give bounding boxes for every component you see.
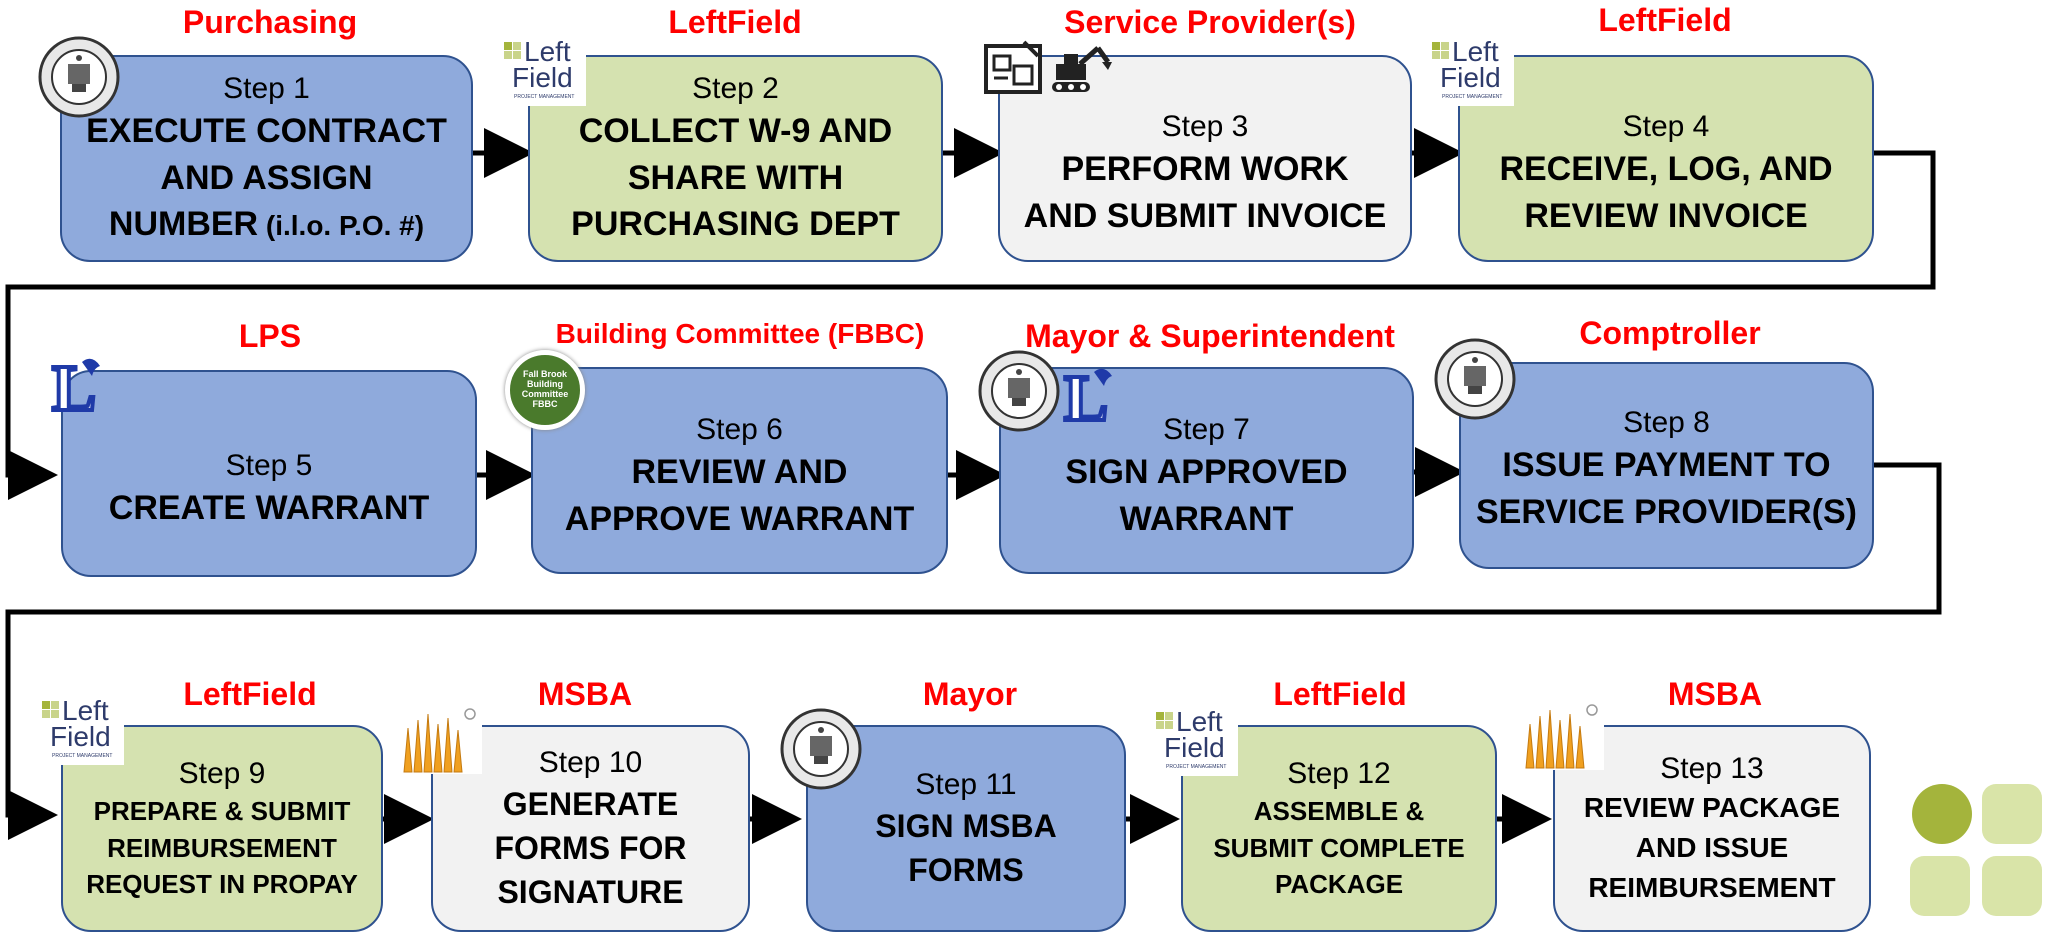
step-number: Step 6: [696, 413, 783, 447]
step-number: Step 11: [915, 767, 1017, 801]
step-number: Step 1: [223, 71, 310, 105]
fbbc-badge-icon: Fall Brook Building Committee FBBC: [505, 350, 585, 430]
step-2-box[interactable]: Step 2 COLLECT W-9 AND SHARE WITH PURCHA…: [528, 55, 943, 262]
blueprint-icon: [982, 40, 1044, 101]
step-description: PREPARE & SUBMIT REIMBURSEMENT REQUEST I…: [86, 795, 358, 900]
step-number: Step 4: [1622, 110, 1710, 144]
step-number: Step 3: [1161, 110, 1249, 144]
role-label: LeftField: [1598, 2, 1732, 38]
role-label: Service Provider(s): [1064, 4, 1356, 40]
step-description: EXECUTE CONTRACT AND ASSIGN NUMBER (i.l.…: [86, 111, 447, 244]
role-label: LeftField: [1273, 676, 1407, 712]
step-number: Step 9: [178, 756, 266, 790]
city-seal-icon: [38, 36, 120, 123]
step-4-box[interactable]: Step 4 RECEIVE, LOG, AND REVIEW INVOICE: [1458, 55, 1874, 262]
step-description: ASSEMBLE & SUBMIT COMPLETE PACKAGE: [1213, 795, 1465, 900]
role-label: MSBA: [537, 676, 633, 712]
step-number: Step 13: [1660, 752, 1764, 786]
lps-logo-icon: L: [1060, 360, 1124, 437]
step-description: GENERATE FORMS FOR SIGNATURE: [494, 785, 687, 911]
step-number: Step 8: [1623, 406, 1710, 440]
step-number: Step 10: [538, 745, 643, 779]
step-description: REVIEW AND APPROVE WARRANT: [564, 453, 915, 538]
role-label: LeftField: [183, 676, 317, 712]
step-8-box[interactable]: Step 8 ISSUE PAYMENT TO SERVICE PROVIDER…: [1459, 362, 1874, 569]
connector-row2-row3: [5, 462, 1942, 840]
step-description: PERFORM WORK AND SUBMIT INVOICE: [1023, 150, 1387, 235]
step-7-box[interactable]: Step 7 SIGN APPROVED WARRANT: [999, 367, 1414, 574]
lps-logo-icon: L: [48, 350, 112, 427]
svg-text:L: L: [1064, 362, 1108, 430]
step-number: Step 12: [1287, 756, 1391, 790]
brand-mark-icon: [1906, 780, 2046, 937]
step-description: CREATE WARRANT: [108, 488, 430, 527]
leftfield-logo-icon: Left Field PROJECT MANAGEMENT: [1430, 38, 1514, 106]
role-label: Mayor: [922, 676, 1018, 712]
step-13-box[interactable]: Step 13 REVIEW PACKAGE AND ISSUE REIMBUR…: [1553, 725, 1871, 932]
step-1-box[interactable]: Step 1 EXECUTE CONTRACT AND ASSIGN NUMBE…: [60, 55, 473, 262]
step-6-box[interactable]: Step 6 REVIEW AND APPROVE WARRANT: [531, 367, 948, 574]
city-seal-icon: [978, 350, 1060, 437]
leftfield-logo-icon: Left Field PROJECT MANAGEMENT: [40, 697, 124, 765]
step-5-box[interactable]: Step 5 CREATE WARRANT: [61, 370, 477, 577]
excavator-icon: [1050, 40, 1114, 101]
step-description: COLLECT W-9 AND SHARE WITH PURCHASING DE…: [571, 111, 900, 244]
step-number: Step 5: [225, 448, 313, 482]
role-label: LeftField: [668, 4, 802, 40]
step-10-box[interactable]: Step 10 GENERATE FORMS FOR SIGNATURE: [431, 725, 750, 932]
pencils-icon: [398, 700, 482, 779]
role-label: MSBA: [1667, 676, 1763, 712]
leftfield-logo-icon: Left Field PROJECT MANAGEMENT: [502, 38, 586, 106]
step-description: ISSUE PAYMENT TO SERVICE PROVIDER(S): [1475, 446, 1857, 531]
role-label: Building Committee (FBBC): [555, 318, 925, 349]
role-label: LPS: [238, 318, 302, 354]
role-label: Mayor & Superintendent: [1025, 318, 1395, 354]
step-description: REVIEW PACKAGE AND ISSUE REIMBURSEMENT: [1583, 792, 1841, 903]
step-description: SIGN APPROVED WARRANT: [1065, 453, 1348, 538]
role-label: Purchasing: [182, 4, 358, 40]
city-seal-icon: [1434, 338, 1516, 425]
role-label: Comptroller: [1579, 315, 1761, 351]
connector-row1-row2: [5, 150, 1936, 500]
step-description: RECEIVE, LOG, AND REVIEW INVOICE: [1499, 150, 1833, 235]
city-seal-icon: [780, 708, 862, 795]
step-number: Step 7: [1163, 413, 1250, 447]
step-description: SIGN MSBA FORMS: [875, 807, 1057, 888]
pencils-icon: [1520, 696, 1604, 775]
leftfield-logo-icon: Left Field PROJECT MANAGEMENT: [1154, 708, 1238, 776]
step-3-box[interactable]: Step 3 PERFORM WORK AND SUBMIT INVOICE: [998, 55, 1412, 262]
step-number: Step 2: [692, 71, 779, 105]
